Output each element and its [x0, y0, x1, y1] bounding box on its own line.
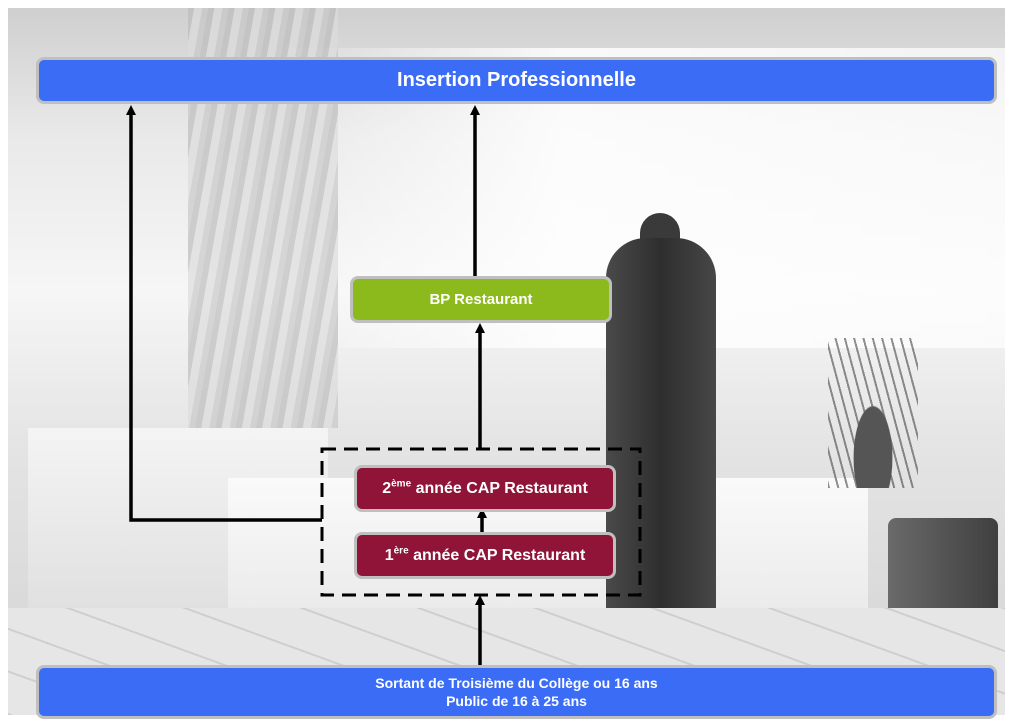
cap2-text: année CAP Restaurant: [411, 479, 588, 497]
cap1-text: année CAP Restaurant: [408, 546, 586, 564]
cap1-ordinal: 1: [384, 546, 394, 564]
entry-line-1: Sortant de Troisième du Collège ou 16 an…: [375, 675, 658, 691]
cap1-label: 1ère année CAP Restaurant: [384, 545, 586, 565]
plant: [828, 338, 918, 488]
cap2-ordinal: 2: [382, 479, 392, 497]
mannequin: [606, 238, 716, 618]
cap-year-1-box: 1ère année CAP Restaurant: [354, 532, 616, 579]
arrow-cap-to-insertion: [126, 105, 322, 522]
insertion-label: Insertion Professionnelle: [397, 69, 636, 91]
cap2-ordinal-suffix: ème: [391, 478, 412, 490]
entry-line-2: Public de 16 à 25 ans: [446, 693, 587, 709]
cap-year-2-box: 2ème année CAP Restaurant: [354, 465, 616, 512]
cap2-label: 2ème année CAP Restaurant: [382, 478, 588, 498]
bp-label: BP Restaurant: [429, 291, 533, 308]
bp-restaurant-box: BP Restaurant: [350, 276, 612, 323]
entry-profile-box: Sortant de Troisième du Collège ou 16 an…: [36, 665, 997, 719]
cap1-ordinal-suffix: ère: [393, 545, 409, 557]
insertion-professionnelle-box: Insertion Professionnelle: [36, 57, 997, 104]
